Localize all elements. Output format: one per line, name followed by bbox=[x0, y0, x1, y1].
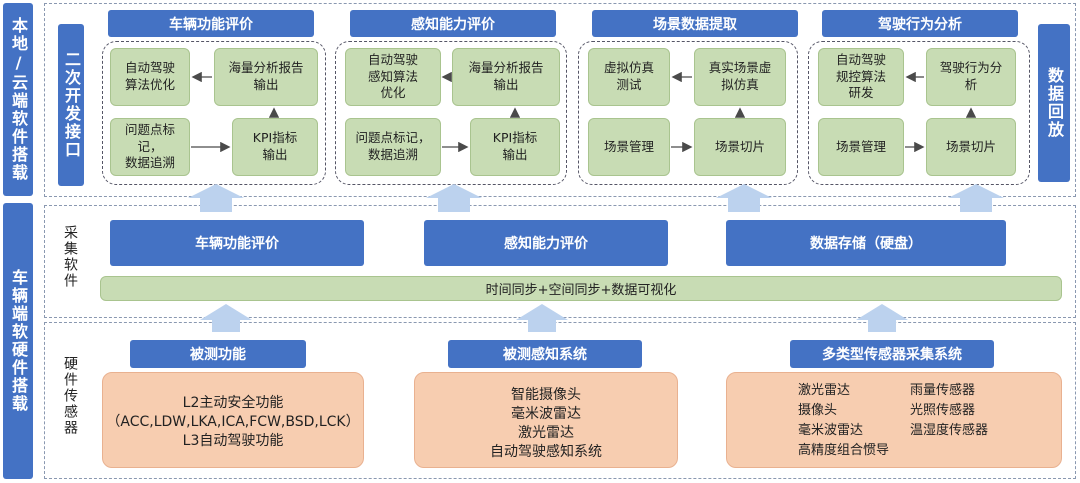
group-frame bbox=[102, 41, 326, 185]
sensor-item: 激光雷达 bbox=[798, 383, 851, 398]
group-box: 自动驾驶 感知算法 优化 bbox=[345, 48, 441, 106]
middle-header: 数据存储（硬盘） bbox=[726, 220, 1006, 266]
acquisition-software-label: 采集软件 bbox=[62, 225, 78, 289]
tested-perception-text: 智能摄像头 毫米波雷达 激光雷达 自动驾驶感知系统 bbox=[490, 387, 602, 460]
sensor-list-right: 雨量传感器 光照传感器 温湿度传感器 bbox=[910, 381, 988, 441]
up-arrow bbox=[948, 184, 1004, 212]
sensor-item: 摄像头 bbox=[798, 403, 838, 418]
up-arrow bbox=[856, 304, 908, 332]
label-vehicle-software-hardware: 车辆端软硬件搭载 bbox=[3, 203, 33, 479]
flow-arrows bbox=[191, 71, 977, 153]
group-header: 驾驶行为分析 bbox=[822, 10, 1018, 37]
bottom-header: 被测感知系统 bbox=[448, 340, 642, 368]
tested-function-box bbox=[102, 372, 364, 468]
sensor-item: 雨量传感器 bbox=[910, 383, 976, 398]
sensor-item: 光照传感器 bbox=[910, 403, 976, 418]
row-top bbox=[44, 3, 1076, 197]
group-box: 场景切片 bbox=[694, 118, 786, 176]
group-box: KPI指标 输出 bbox=[232, 118, 318, 176]
label-local-cloud-software: 本地/云端软件搭载 bbox=[3, 3, 33, 196]
group-box: 场景管理 bbox=[588, 118, 670, 176]
group-box: 海量分析报告 输出 bbox=[214, 48, 318, 106]
bottom-header: 多类型传感器采集系统 bbox=[790, 340, 994, 368]
group-header: 车辆功能评价 bbox=[108, 10, 314, 37]
group-box: 问题点标记， 数据追溯 bbox=[110, 118, 190, 176]
group-box: 场景切片 bbox=[926, 118, 1016, 176]
up-arrow bbox=[516, 304, 568, 332]
group-box: 自动驾驶 算法优化 bbox=[110, 48, 190, 106]
group-box: 问题点标记， 数据追溯 bbox=[345, 118, 441, 176]
sensor-item: 温湿度传感器 bbox=[910, 423, 989, 438]
row-bottom bbox=[44, 322, 1076, 479]
up-arrows bbox=[188, 184, 1004, 332]
group-box: 自动驾驶 规控算法 研发 bbox=[818, 48, 904, 106]
tested-perception-box bbox=[414, 372, 678, 468]
sensor-system-box bbox=[726, 372, 1062, 468]
dev-interface-label: 二次开发接口 bbox=[58, 24, 84, 186]
group-box: 真实场景虚 拟仿真 bbox=[694, 48, 786, 106]
tested-function-text: L2主动安全功能 （ACC,LDW,LKA,ICA,FCW,BSD,LCK） L… bbox=[106, 395, 360, 449]
up-arrow bbox=[188, 184, 244, 212]
sensor-item: 毫米波雷达 bbox=[798, 423, 864, 438]
group-frame bbox=[808, 41, 1030, 185]
middle-header: 车辆功能评价 bbox=[110, 220, 364, 266]
group-box: 海量分析报告 输出 bbox=[452, 48, 560, 106]
group-box: 驾驶行为分 析 bbox=[926, 48, 1016, 106]
group-header: 场景数据提取 bbox=[592, 10, 798, 37]
middle-header: 感知能力评价 bbox=[424, 220, 668, 266]
data-replay-label: 数据回放 bbox=[1038, 24, 1070, 182]
group-box: 虚拟仿真 测试 bbox=[588, 48, 670, 106]
up-arrow bbox=[716, 184, 772, 212]
group-header: 感知能力评价 bbox=[350, 10, 556, 37]
group-frame bbox=[578, 41, 798, 185]
group-box: 场景管理 bbox=[818, 118, 904, 176]
up-arrow bbox=[426, 184, 482, 212]
group-frame bbox=[335, 41, 567, 185]
sensor-list-left: 激光雷达 摄像头 毫米波雷达 高精度组合惯导 bbox=[798, 381, 889, 461]
sensor-item: 高精度组合惯导 bbox=[798, 443, 890, 458]
bottom-header: 被测功能 bbox=[130, 340, 306, 368]
up-arrow bbox=[200, 304, 252, 332]
group-box: KPI指标 输出 bbox=[470, 118, 560, 176]
hardware-sensor-label: 硬件传感器 bbox=[62, 356, 78, 436]
sync-bar: 时间同步+空间同步+数据可视化 bbox=[100, 276, 1062, 301]
